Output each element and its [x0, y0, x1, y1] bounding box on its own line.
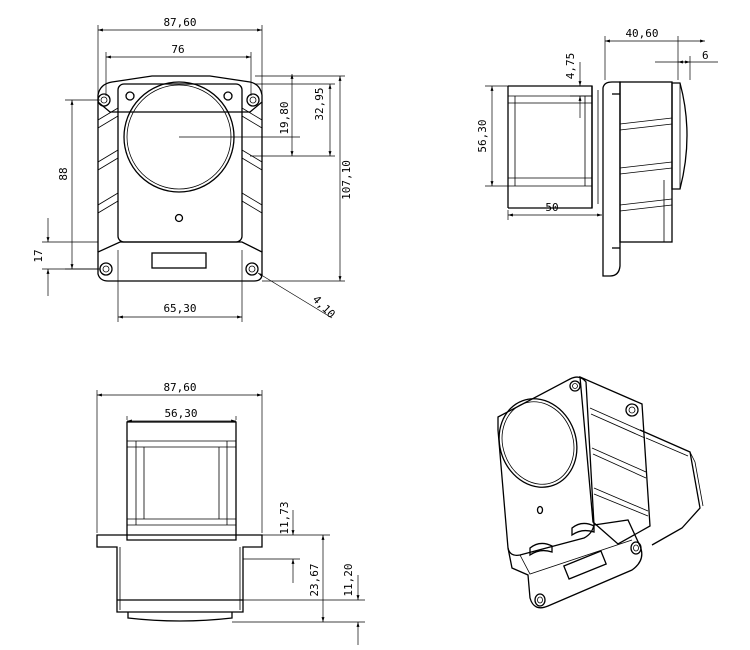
- front-view: 87,60 76 107,10 32,95 19,80 88 17 65,30 …: [32, 16, 353, 322]
- dim-side-lip: 6: [702, 49, 709, 62]
- dim-bottom-width: 87,60: [163, 381, 196, 394]
- bottom-view: 87,60 56,30 11,73 23,67 11,20: [96, 381, 365, 645]
- dim-front-bottom-width: 65,30: [163, 302, 196, 315]
- iso-label-window: [562, 550, 608, 580]
- mounting-hole-br: [245, 262, 259, 276]
- mounting-hole-bl: [99, 262, 113, 276]
- dim-side-length: 50: [545, 201, 558, 214]
- dim-bottom-h2: 23,67: [308, 563, 321, 596]
- dim-front-bottom-offset: 17: [32, 249, 45, 262]
- dim-front-left-height: 88: [57, 167, 70, 180]
- dim-bottom-inner-width: 56,30: [164, 407, 197, 420]
- side-view: 40,60 6 4,75 56,30 50: [476, 27, 718, 277]
- side-lens-dome: [671, 82, 688, 190]
- dim-front-lens-offset: 19,80: [278, 101, 291, 134]
- dim-front-height-outer: 107,10: [340, 160, 353, 200]
- dim-front-width: 87,60: [163, 16, 196, 29]
- front-bottom-flange: [97, 241, 263, 282]
- bottom-lens: [127, 612, 233, 622]
- dim-side-depth: 40,60: [625, 27, 658, 40]
- front-dimensions: [42, 25, 345, 322]
- side-bracket: [508, 85, 593, 209]
- dim-side-height: 56,30: [476, 119, 489, 152]
- dim-front-upper-offset: 32,95: [313, 87, 326, 120]
- iso-front-face: [497, 376, 595, 556]
- isometric-view: [497, 375, 704, 609]
- dim-bottom-h3: 11,20: [342, 563, 355, 596]
- iso-bottom-flange: [507, 519, 643, 609]
- bottom-bracket: [126, 421, 237, 541]
- bottom-dimensions: [96, 390, 365, 645]
- iso-lens: [498, 398, 578, 488]
- side-dimensions: [485, 36, 718, 220]
- dim-bottom-h1: 11,73: [278, 501, 291, 534]
- front-small-hole: [174, 213, 184, 223]
- dim-front-hole-spacing: 76: [171, 43, 184, 56]
- bottom-housing: [96, 534, 263, 613]
- mounting-hole-tr: [246, 93, 260, 107]
- iso-side-face: [579, 375, 651, 545]
- dim-side-offset: 4,75: [564, 53, 577, 80]
- front-main-body: [117, 83, 243, 243]
- front-label-window: [151, 252, 207, 269]
- side-flange: [602, 81, 621, 277]
- iso-rear-bracket: [639, 429, 701, 546]
